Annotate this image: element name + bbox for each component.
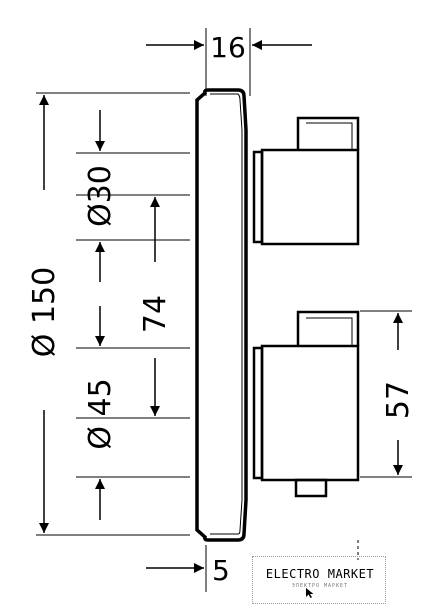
dim-label-bottom-partial: 5 [212,554,230,587]
cursor-icon [306,588,314,598]
watermark-logo: ELECTRO MARKET ЭЛЕКТРО МАРКЕТ [252,556,386,604]
watermark-subtitle: ЭЛЕКТРО МАРКЕТ [291,583,349,589]
dim-label-upper-knob: Ø30 [83,165,118,227]
reference-lines [36,28,412,592]
lower-knob [252,310,360,498]
dim-label-spacing: 74 [138,295,173,333]
upper-knob [252,116,360,246]
dim-label-lower-offset: 57 [381,381,416,419]
watermark-title: ELECTRO MARKET [265,567,375,581]
dim-label-16: 16 [210,31,246,64]
dimension-lines [39,40,403,573]
dim-label-total-height: Ø 150 [27,267,62,357]
dim-label-lower-knob: Ø 45 [83,378,118,449]
cover-plate [195,88,248,542]
